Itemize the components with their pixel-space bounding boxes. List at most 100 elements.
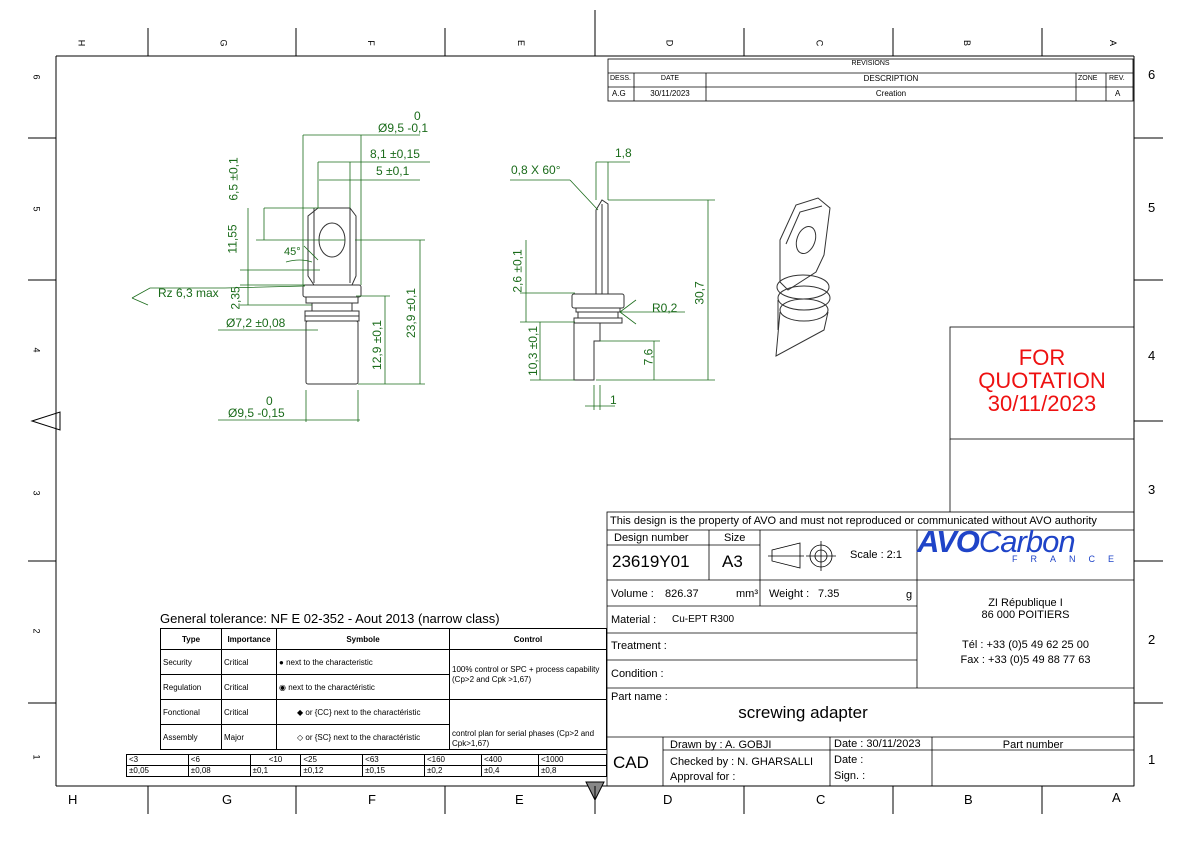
outline-diamond-icon: ◇ <box>297 732 304 742</box>
quotation-line3: 30/11/2023 <box>987 391 1097 416</box>
approval-for: Approval for : <box>670 771 736 783</box>
zone-right-3: 3 <box>1148 482 1156 497</box>
tol-row-assembly: Assembly Major ◇ or {SC} next to the cha… <box>160 724 607 750</box>
tol-importance: Major <box>221 724 277 750</box>
tolerance-title: General tolerance: NF E 02-352 - Aout 20… <box>160 611 500 626</box>
tolerance-values-row: ±0,05 ±0,08 ±0,1 ±0,12 ±0,15 ±0,2 ±0,4 ±… <box>126 765 608 777</box>
size-label: Size <box>724 532 746 544</box>
volume-label: Volume : <box>611 588 654 600</box>
range-cell: <1000 <box>537 754 608 766</box>
tol-symbol: next to the charactéristic <box>288 682 375 692</box>
dim-height-129: 12,9 ±0,1 <box>369 320 384 370</box>
dim-width-81: 8,1 ±0,15 <box>370 147 420 161</box>
avo-carbon-logo: AVOCarbon FRANCE <box>917 524 1133 566</box>
tol-symbol: or {CC} next to the charactéristic <box>305 707 421 717</box>
tol-header-type: Type <box>160 628 222 650</box>
dim-height-76: 7,6 <box>641 348 656 366</box>
revisions-row-date: 30/11/2023 <box>650 89 690 98</box>
zone-right-4: 4 <box>1148 348 1156 363</box>
dim-dia-bottom: Ø9,5 -0,15 <box>228 406 285 420</box>
dim-width-5: 5 ±0,1 <box>376 164 410 178</box>
telephone: Tél : +33 (0)5 49 62 25 00 <box>962 639 1089 651</box>
zone-top-d: D <box>664 39 675 47</box>
signature-label: Sign. : <box>834 770 866 782</box>
zone-left-4: 4 <box>31 347 42 353</box>
revisions-row-rev: A <box>1115 89 1121 98</box>
tol-symbol: next to the characteristic <box>286 657 373 667</box>
value-cell: ±0,05 <box>126 765 189 777</box>
tol-row-fonctional: Fonctional Critical ◆ or {CC} next to th… <box>160 699 607 750</box>
tol-header-symbole: Symbole <box>276 628 450 650</box>
dim-dia-72: Ø7,2 ±0,08 <box>226 316 286 330</box>
weight-label: Weight : <box>769 588 810 600</box>
zone-bottom-e: E <box>515 792 524 807</box>
dim-height-239: 23,9 ±0,1 <box>403 288 418 338</box>
zone-bottom-h: H <box>68 792 78 807</box>
part-name: screwing adapter <box>738 703 868 722</box>
zone-left-1: 1 <box>31 754 42 760</box>
value-cell: ±0,2 <box>423 765 482 777</box>
weight-unit: g <box>906 589 913 601</box>
tol-importance: Critical <box>221 674 277 700</box>
zone-top-g: G <box>218 39 229 47</box>
tolerance-table: Type Importance Symbole Control Security… <box>160 628 607 750</box>
zone-bottom-g: G <box>222 792 233 807</box>
tol-type: Assembly <box>160 724 222 750</box>
tol-control-1: 100% control or SPC + process capability… <box>449 649 607 700</box>
tol-importance: Critical <box>221 649 277 675</box>
zone-right-2: 2 <box>1148 632 1156 647</box>
zone-top-a: A <box>1108 39 1119 47</box>
revisions-header-rev: REV. <box>1109 75 1125 82</box>
tolerance-range-table: <3 <6 <10 <25 <63 <160 <400 <1000 ±0,05 … <box>126 754 608 777</box>
address-line1: ZI République I <box>988 597 1063 609</box>
zone-bottom-c: C <box>816 792 826 807</box>
quotation-line2: QUOTATION <box>978 368 1106 393</box>
revisions-header-zone: ZONE <box>1078 75 1098 82</box>
tol-header-control: Control <box>449 628 607 650</box>
tol-header-importance: Importance <box>221 628 277 650</box>
range-cell: <63 <box>362 754 425 766</box>
dim-chamfer: 0,8 X 60° <box>511 163 561 177</box>
zone-left-2: 2 <box>31 628 42 634</box>
address-line2: 86 000 POITIERS <box>981 609 1070 621</box>
dim-roughness: Rz 6,3 max <box>158 286 219 300</box>
zone-top-b: B <box>962 39 973 47</box>
range-cell: <6 <box>187 754 251 766</box>
revisions-header-description: DESCRIPTION <box>863 74 919 83</box>
zone-bottom-a: A <box>1112 790 1121 805</box>
checked-by: Checked by : N. GHARSALLI <box>670 756 814 768</box>
checked-date: Date : <box>834 754 864 766</box>
material-label: Material : <box>611 614 657 626</box>
cad-label: CAD <box>613 753 649 772</box>
dim-height-65: 6,5 ±0,1 <box>226 157 241 201</box>
range-cell: <25 <box>300 754 364 766</box>
zone-right-6: 6 <box>1148 67 1156 82</box>
quotation-stamp: FOR QUOTATION 30/11/2023 <box>951 346 1133 415</box>
revisions-row-dess: A.G <box>612 89 626 98</box>
revisions-row-description: Creation <box>875 89 907 98</box>
volume-unit: mm³ <box>736 588 758 600</box>
dim-dia-top-upper: 0 <box>414 109 421 123</box>
range-cell: <3 <box>126 754 189 766</box>
logo-france: FRANCE <box>1011 554 1127 564</box>
range-cell: <400 <box>480 754 539 766</box>
range-cell: <10 <box>249 754 302 766</box>
zone-right-5: 5 <box>1148 200 1156 215</box>
zone-right-1: 1 <box>1148 752 1156 767</box>
dim-height-26: 2,6 ±0,1 <box>510 249 525 293</box>
zone-bottom-b: B <box>964 792 973 807</box>
zone-top-e: E <box>516 39 527 47</box>
value-cell: ±0,15 <box>362 765 425 777</box>
dim-dia-bottom-upper: 0 <box>266 394 273 408</box>
tol-control-2: control plan for serial phases (Cp>2 and… <box>449 699 607 750</box>
logo-carbon: Carbon <box>978 524 1076 559</box>
zone-top-f: F <box>365 40 376 46</box>
tol-type: Fonctional <box>160 699 222 725</box>
regulation-symbol-icon: ◉ <box>279 682 286 692</box>
value-cell: ±0,8 <box>537 765 608 777</box>
drawn-by: Drawn by : A. GOBJI <box>670 739 772 751</box>
part-number-label: Part number <box>1002 739 1064 751</box>
value-cell: ±0,4 <box>480 765 539 777</box>
design-number: 23619Y01 <box>612 552 690 571</box>
